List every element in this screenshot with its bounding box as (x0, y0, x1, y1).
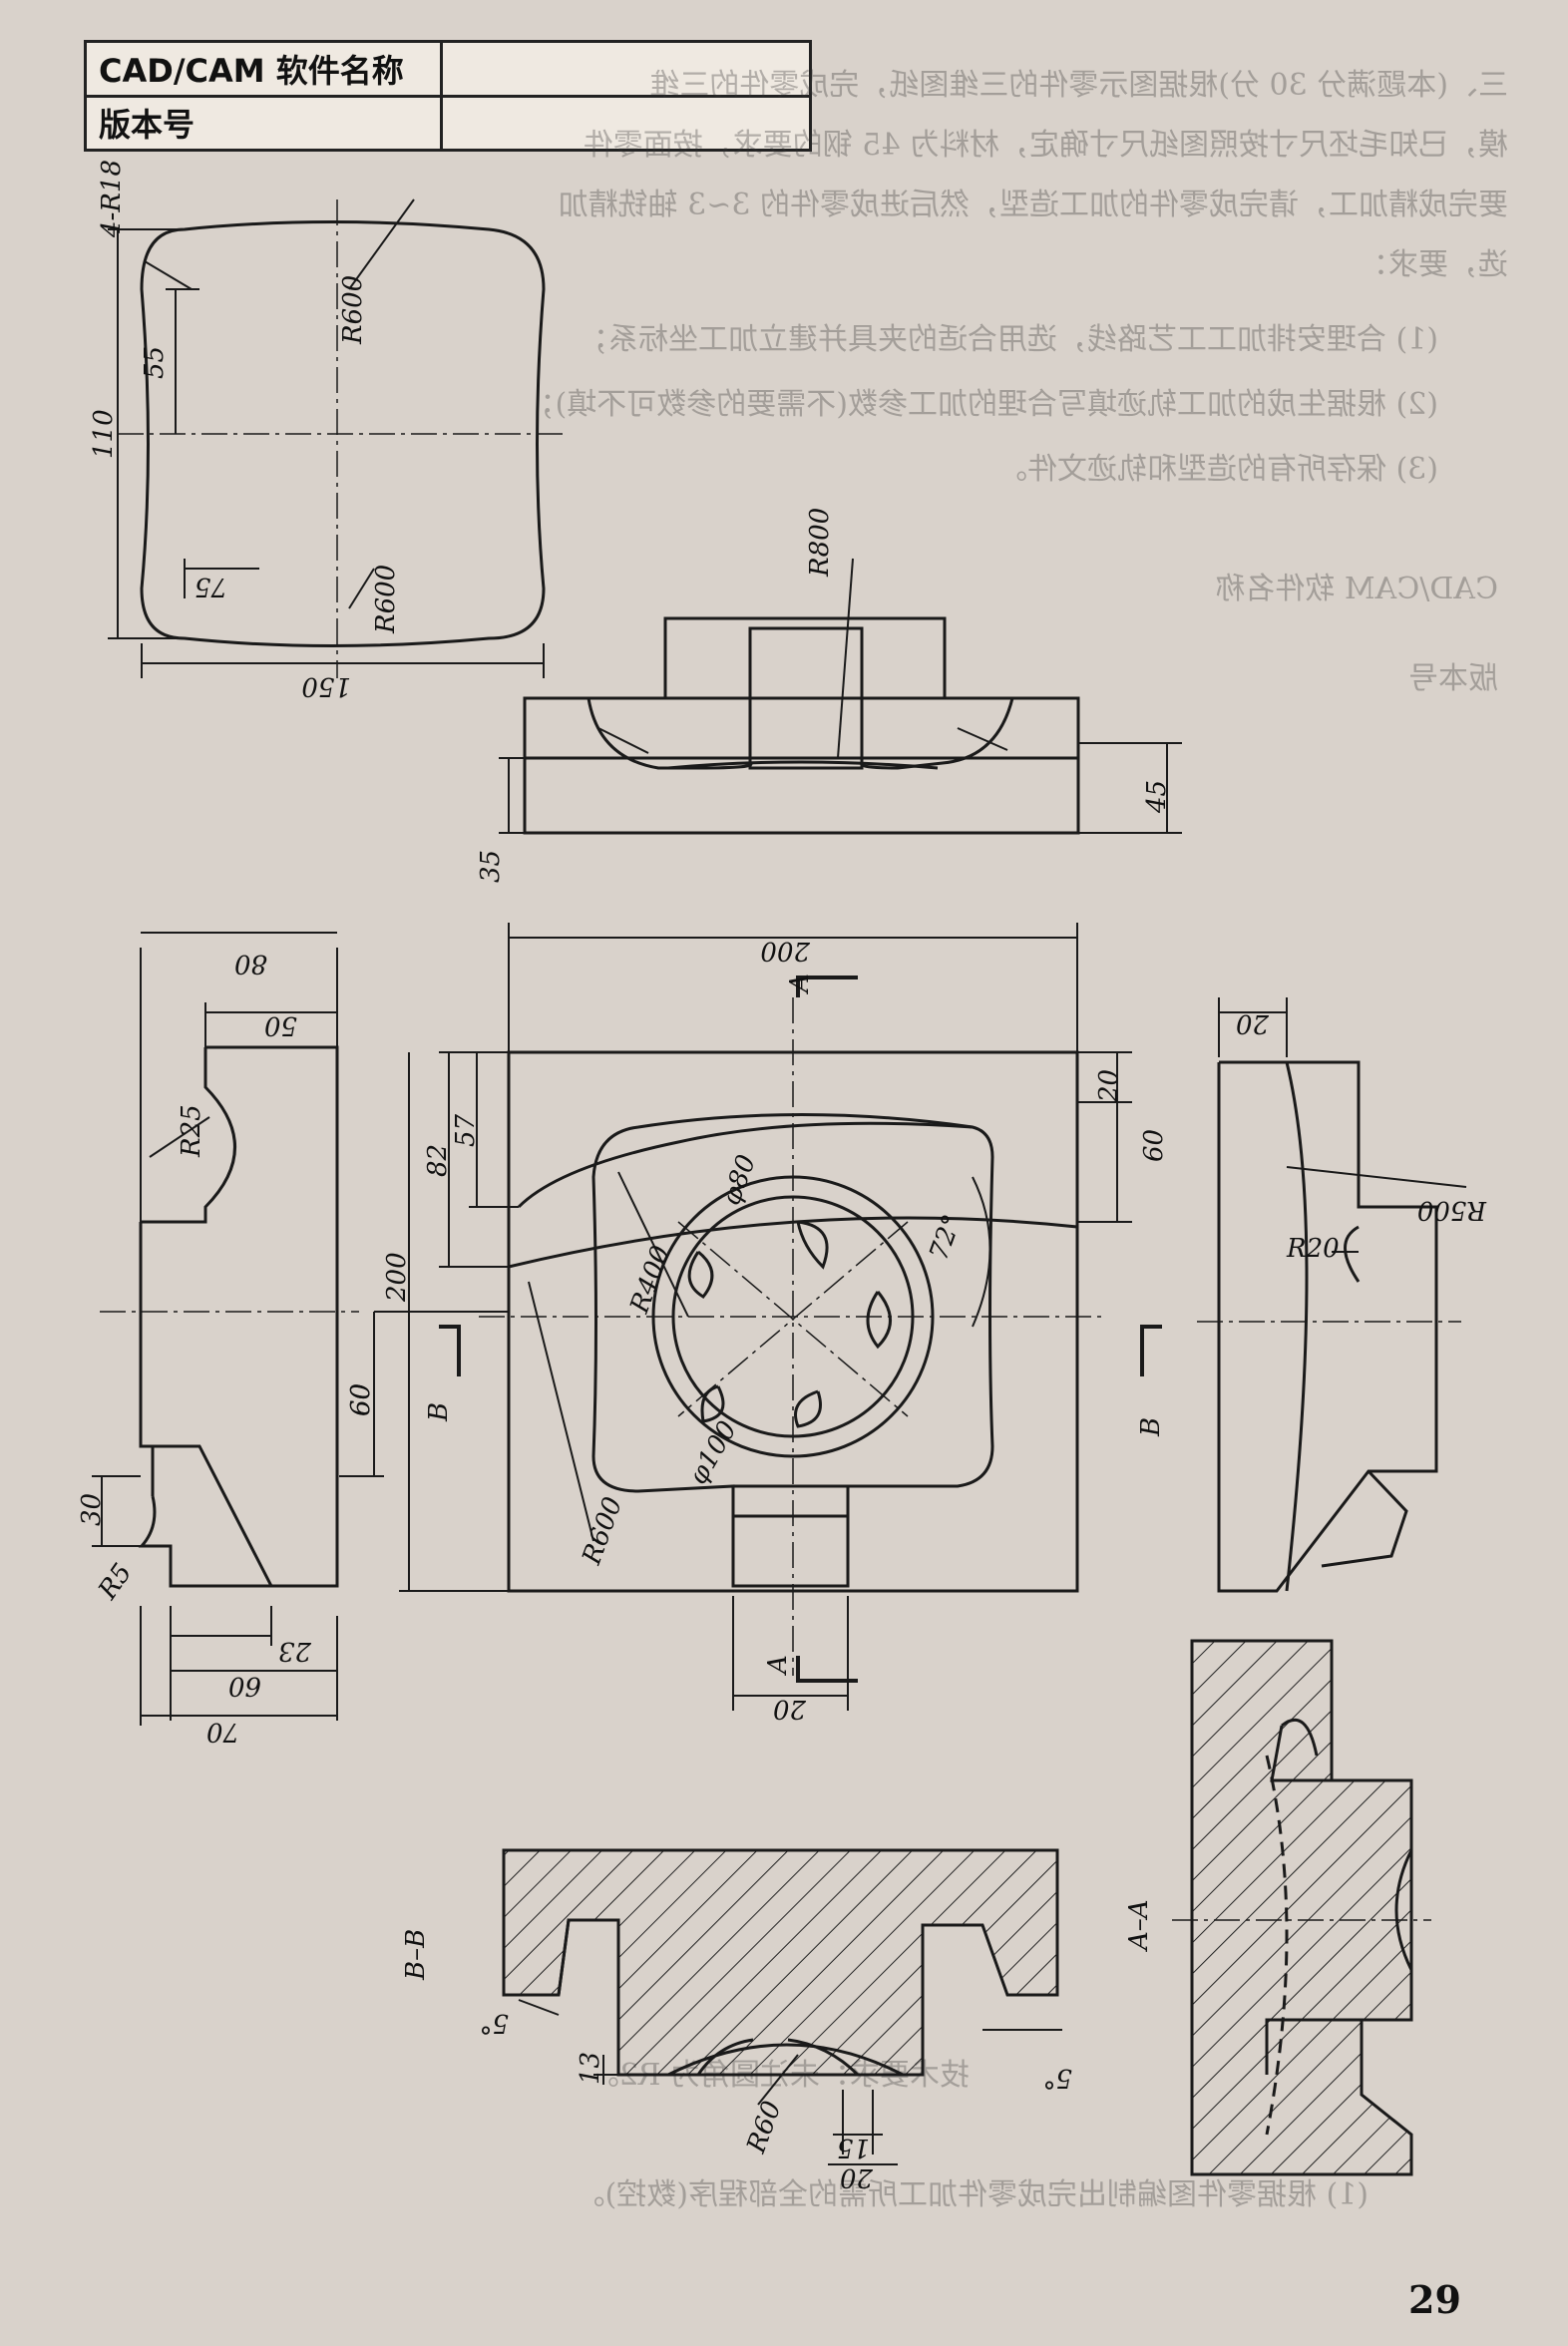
label-phi80: φ80 (716, 1151, 762, 1209)
label-dim-75: 75 (195, 572, 227, 601)
label-4-r18: 4-R18 (97, 160, 127, 238)
software-name-label: CAD/CAM 软件名称 (84, 40, 443, 98)
label-r25: R25 (177, 1104, 206, 1158)
bleed-line-4: 选，要求： (1359, 247, 1508, 282)
label-dim-60-main: 60 (346, 1383, 376, 1416)
label-r800: R800 (805, 508, 835, 578)
label-section-b-left: B (424, 1402, 454, 1422)
bleed-bottom-line: (1) 根据零件图编制出完成零件加工所需的全部程序(数控)。 (576, 2177, 1369, 2212)
bleed-through-text: 三、(本题满分 30 分)根据图示零件的三维图纸，完成零件的三维 模，已知毛坯尺… (526, 68, 1508, 2212)
version-label: 版本号 (84, 94, 443, 152)
section-b-b (502, 1848, 1062, 2165)
info-table: CAD/CAM 软件名称 版本号 (84, 40, 812, 152)
right-side-view (1197, 997, 1467, 1593)
label-dim-150: 150 (301, 671, 351, 701)
label-dim-70: 70 (206, 1717, 239, 1747)
top-view (108, 198, 564, 678)
label-r600-top: R600 (338, 275, 368, 345)
label-dim-60-right: 60 (1139, 1129, 1169, 1162)
front-view (499, 558, 1182, 835)
label-r20: R20 (1286, 1234, 1340, 1264)
label-dim-200-top: 200 (760, 936, 811, 966)
bleed-item-3: (3) 保存所有的造型和轨迹文件。 (997, 452, 1438, 487)
label-dim-57: 57 (451, 1113, 481, 1147)
label-r400: R400 (624, 1242, 676, 1318)
bleed-item-2: (2) 根据生成的加工轨迹填写合理的加工参数(不需要的参数可不填)； (526, 387, 1438, 422)
bleed-line-2: 模，已知毛坯尺寸按照图纸尺寸确定，材料为 45 钢的要求，按面零件 (584, 128, 1508, 163)
label-dim-15: 15 (837, 2133, 870, 2162)
label-dim-23: 23 (278, 1636, 312, 1666)
label-dim-60-left: 60 (346, 1383, 376, 1416)
label-dim-80: 80 (234, 949, 267, 978)
label-section-a-top: A (785, 974, 815, 994)
label-dim-20-right: 20 (1094, 1069, 1124, 1103)
label-dim-50: 50 (264, 1010, 297, 1040)
label-dim-45: 45 (1142, 780, 1172, 814)
label-dim-13: 13 (576, 2052, 605, 2085)
label-right-dim-20: 20 (1236, 1008, 1270, 1038)
label-section-a-a: A–A (1124, 1899, 1154, 1952)
bleed-line-3: 要完成精加工，请完成零件的加工造型，然后进成零件的 3~3 轴铣精加 (559, 188, 1508, 222)
label-dim-55: 55 (140, 346, 170, 379)
label-dim-35: 35 (476, 850, 506, 883)
section-a-a (1172, 1639, 1431, 2176)
bleed-table-label-1: CAD/CAM 软件名称 (1215, 572, 1498, 606)
label-r600-bottom: R600 (371, 565, 401, 634)
software-name-value[interactable] (440, 40, 812, 98)
label-r60: R60 (741, 2098, 788, 2158)
label-r5: R5 (93, 1558, 139, 1606)
label-angle-5-right: 5° (1042, 2063, 1072, 2093)
label-phi100: φ100 (683, 1416, 743, 1490)
label-dim-60-bottom: 60 (228, 1671, 261, 1701)
label-dim-20-bb: 20 (840, 2162, 874, 2192)
main-plan-view (374, 923, 1162, 1711)
bleed-line-1: 三、(本题满分 30 分)根据图示零件的三维图纸，完成零件的三维 (649, 68, 1508, 103)
label-dim-82: 82 (423, 1144, 453, 1177)
version-value[interactable] (440, 94, 812, 152)
label-r500: R500 (1417, 1195, 1487, 1225)
label-dim-30: 30 (77, 1493, 107, 1526)
page-number: 29 (1408, 2277, 1461, 2322)
label-angle-5-left: 5° (479, 2008, 509, 2038)
bleed-item-1: (1) 合理安排加工工艺路线，选用合适的夹具并建立加工坐标系； (579, 322, 1438, 357)
label-dim-200-left: 200 (382, 1252, 412, 1303)
label-dim-20-bottom: 20 (773, 1694, 807, 1724)
label-section-b-b: B–B (401, 1929, 431, 1981)
bleed-table-label-2: 版本号 (1408, 661, 1498, 696)
label-dim-110: 110 (89, 409, 119, 459)
label-section-a-bottom: A (763, 1655, 793, 1676)
label-section-b-right: B (1136, 1417, 1166, 1437)
left-side-view (92, 932, 384, 1726)
